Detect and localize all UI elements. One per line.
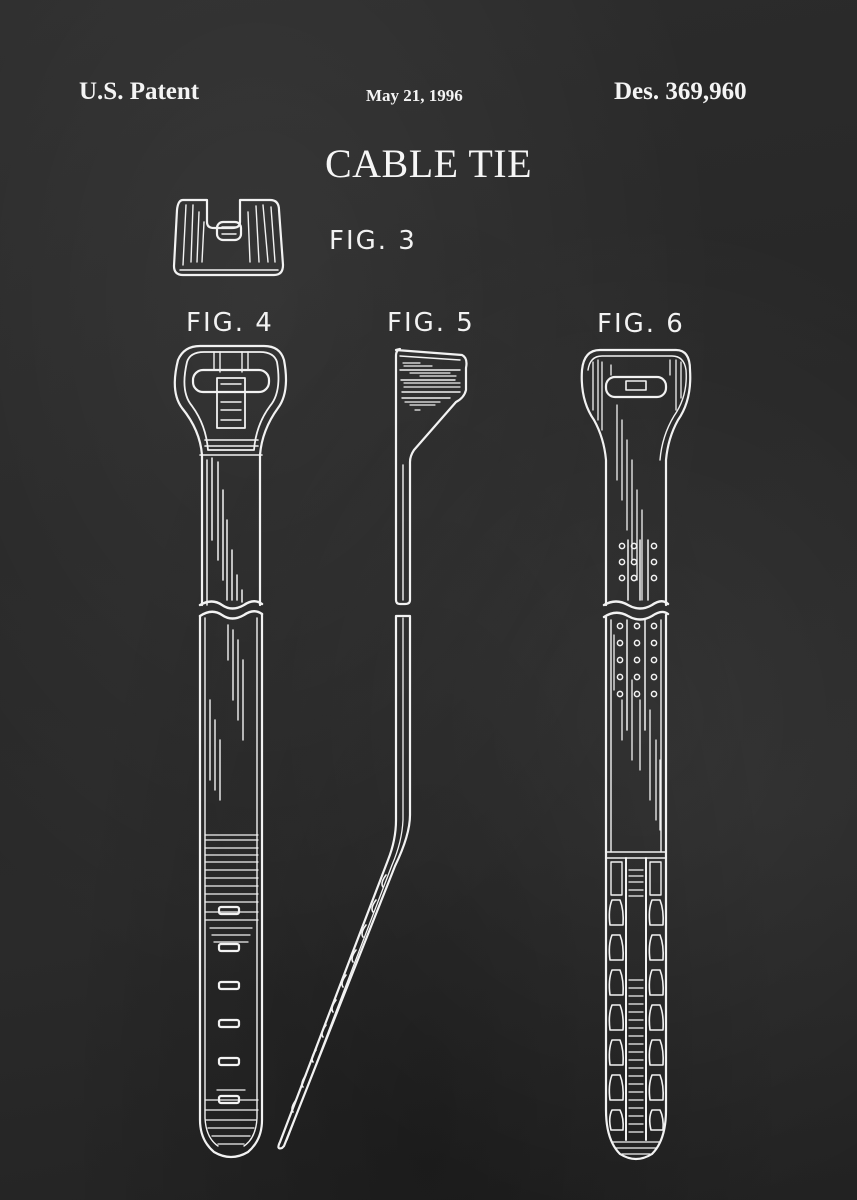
fig6-drawing: [582, 350, 691, 1159]
fig4-drawing: [175, 346, 286, 1157]
drawing-title: CABLE TIE: [324, 141, 533, 186]
patent-number: Des. 369,960: [614, 78, 747, 105]
fig3-label: FIG. 3: [329, 226, 417, 256]
fig4-label: FIG. 4: [186, 308, 274, 338]
fig5-drawing: [278, 349, 466, 1148]
fig6-label: FIG. 6: [597, 309, 685, 339]
fig5-label: FIG. 5: [387, 308, 475, 338]
patent-label: U.S. Patent: [79, 78, 200, 105]
patent-date: May 21, 1996: [366, 86, 463, 105]
fig3-drawing: [174, 200, 283, 275]
